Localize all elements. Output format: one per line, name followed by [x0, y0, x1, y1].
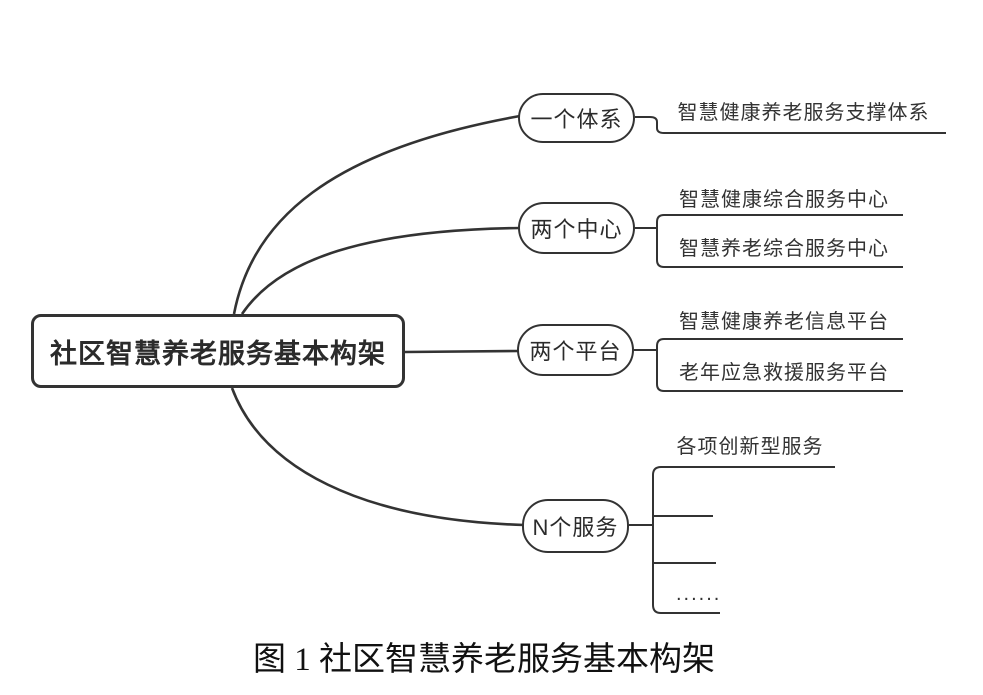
leaf-eldercare-service-center: 智慧养老综合服务中心	[679, 238, 889, 260]
branch-3-bracket	[656, 338, 903, 392]
branch-node-two-centers: 两个中心	[518, 202, 635, 254]
leaf-health-service-center: 智慧健康综合服务中心	[679, 189, 889, 211]
branch-node-one-system: 一个体系	[518, 93, 635, 143]
leaf-information-platform: 智慧健康养老信息平台	[679, 311, 889, 333]
branch-node-n-services: N个服务	[522, 499, 629, 553]
leaf-support-system: 智慧健康养老服务支撑体系	[677, 102, 930, 124]
leaf-emergency-rescue-platform: 老年应急救援服务平台	[679, 362, 889, 384]
curve-to-branch-4	[230, 387, 525, 527]
curve-to-branch-1	[232, 114, 521, 315]
curve-to-branch-2	[240, 226, 521, 315]
leaf-ellipsis: ......	[676, 583, 722, 605]
branch-1-connector-underline	[635, 116, 946, 134]
figure-caption: 图 1 社区智慧养老服务基本构架	[253, 642, 715, 678]
branch-2-bracket	[656, 214, 903, 268]
branch-4-bracket	[652, 466, 835, 614]
line-to-branch-3	[404, 349, 521, 354]
leaf-innovative-services: 各项创新型服务	[676, 436, 824, 458]
branch-node-two-platforms: 两个平台	[517, 324, 634, 376]
root-node: 社区智慧养老服务基本构架	[31, 314, 405, 388]
